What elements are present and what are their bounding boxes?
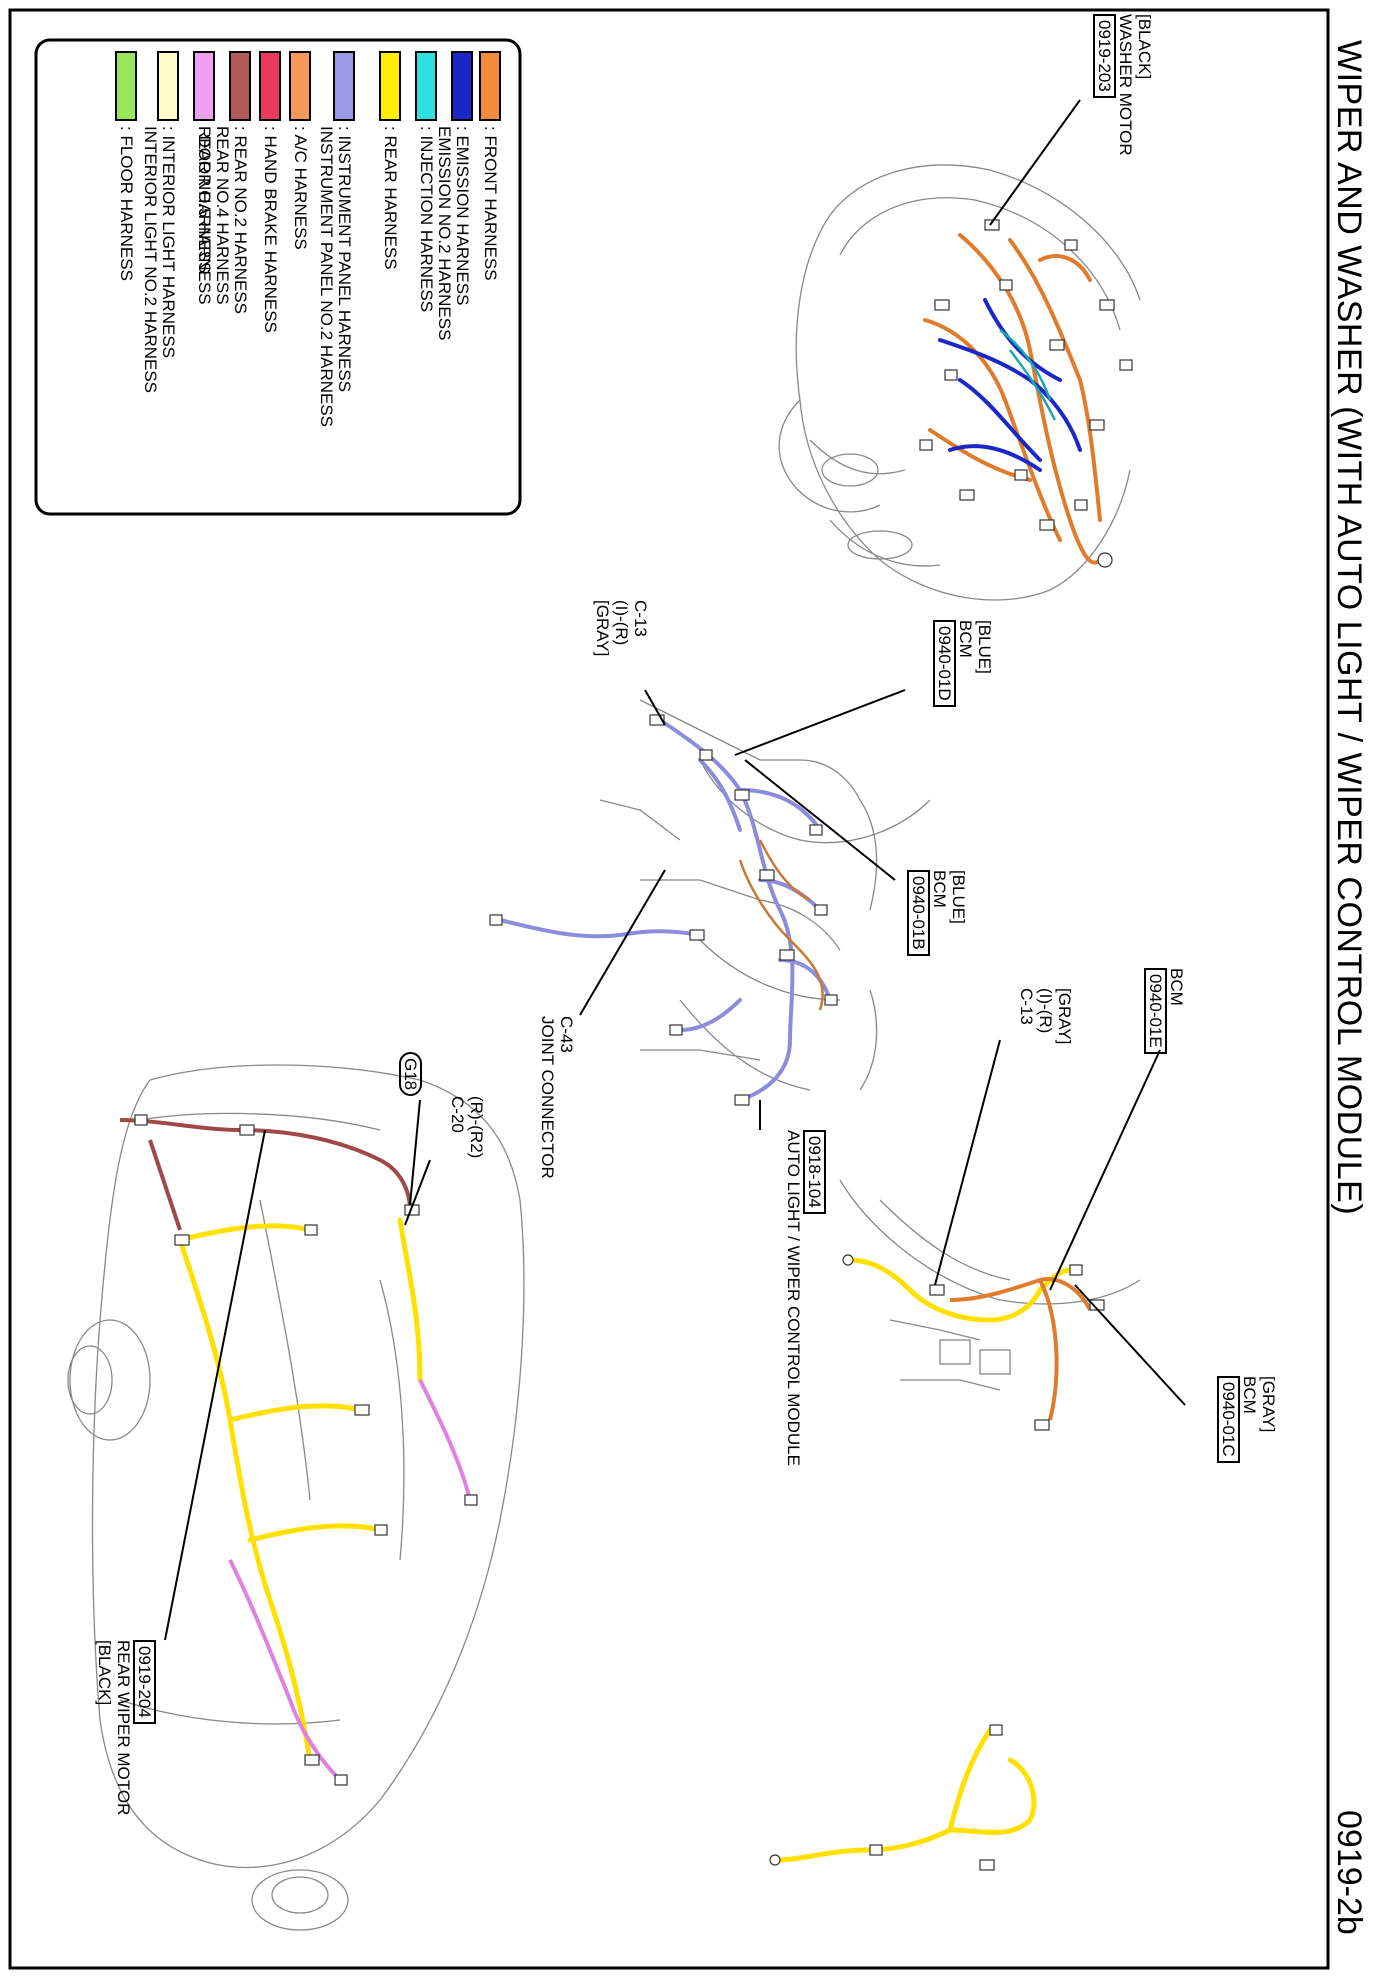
legend-swatch [193,51,215,121]
callout-washer-motor: [BLACK] WASHER MOTOR 0919-203 [1093,14,1154,156]
legend-entry: : DOOR HARNESS [195,126,214,274]
legend-entry-text: EMISSION NO.2 HARNESS [435,126,454,341]
legend-entry-text: INTERIOR LIGHT NO.2 HARNESS [141,126,160,394]
legend-swatch [333,51,355,121]
callout-c13-right: [GRAY] (I)-(R) C-13 [1017,988,1074,1045]
legend-entry-text: : HAND BRAKE HARNESS [261,126,280,333]
callout-c20: (R)-(R2) C-20 [448,1096,486,1159]
engine-harness-emission [938,298,1082,472]
legend-entry: : HAND BRAKE HARNESS [261,126,280,333]
bcm-01d-code: 0940-01D [933,620,956,707]
callout-rear-wiper-motor: 0919-204 REAR WIPER MOTOR [BLACK] [95,1640,156,1816]
rear-body-view [67,1064,525,1931]
legend-swatch [379,51,401,121]
legend-swatch [479,51,501,121]
legend-entry-text: : FLOOR HARNESS [117,126,136,281]
callout-bcm-01e: BCM 0940-01E [1144,968,1186,1054]
legend-swatches [115,51,501,121]
legend-entry-text: REAR NO.4 HARNESS [213,126,232,305]
rear-body-connectors [134,1114,478,1786]
legend-entry: : REAR HARNESS [381,126,400,270]
page-frame [8,8,1330,1970]
legend-swatch [115,51,137,121]
windshield-harness-rear [847,1257,1073,1323]
legend-swatch [157,51,179,121]
legend-entry-text: : A/C HARNESS [291,126,310,250]
legend-entry-text: : INJECTION HARNESS [417,126,436,313]
auto-light-code: 0918-104 [803,1130,826,1214]
legend-entry-text: : DOOR HARNESS [195,126,214,274]
legend-swatch [415,51,437,121]
callout-bcm-01d: [BLUE] BCM 0940-01D [933,620,994,707]
legend-box [34,38,522,516]
rear-wiper-harness-view [777,1727,1037,1863]
callout-bcm-01c: [GRAY] BCM 0940-01C [1217,1376,1278,1463]
callout-leaders [164,99,1186,1641]
washer-motor-code: 0919-203 [1093,14,1116,98]
page-number: 0919-2b [1330,1810,1368,1935]
legend-entry-text: : INTERIOR LIGHT HARNESS [159,126,178,359]
page-title: WIPER AND WASHER (WITH AUTO LIGHT / WIPE… [1330,40,1368,1216]
callout-c13-left: C-13 (I)-(R) [GRAY] [593,600,650,657]
callout-c43: C-43 JOINT CONNECTOR [538,1016,576,1179]
bcm-01b-code: 0940-01B [907,870,930,956]
rear-wiper-code: 0919-204 [133,1640,156,1724]
legend-entry-text: : INSTRUMENT PANEL HARNESS [335,126,354,393]
rear-wiper-connectors [769,1724,1003,1871]
legend-entry-text: : EMISSION HARNESS [453,126,472,306]
engine-connectors [919,219,1133,568]
bcm-01c-code: 0940-01C [1217,1376,1240,1463]
callout-bcm-01b: [BLUE] BCM 0940-01B [907,870,968,956]
legend-swatch [229,51,251,121]
legend-swatch [259,51,281,121]
rear-body-harness-rear [177,1217,423,1763]
legend-entry: : FRONT HARNESS [481,126,500,281]
g18-ground-symbol: G18 [399,1052,422,1097]
callout-auto-light-module: 0918-104 AUTO LIGHT / WIPER CONTROL MODU… [784,1130,826,1466]
bcm-01e-code: 0940-01E [1144,968,1167,1054]
windshield-view [839,1179,1141,1391]
legend-entry-text: : REAR HARNESS [381,126,400,270]
callout-g18: G18 [399,1052,422,1097]
legend-entry-text: INSTRUMENT PANEL NO.2 HARNESS [317,126,336,428]
instrument-panel-connectors [489,714,838,1106]
engine-harness-injection [999,329,1057,421]
legend-entry: : FLOOR HARNESS [117,126,136,281]
legend-swatch [451,51,473,121]
instrument-panel-ac-harness [738,839,824,1011]
engine-compartment-view [778,164,1141,601]
windshield-connectors [842,1254,1105,1431]
windshield-harness-front [949,1277,1092,1421]
legend-entry-text: : FRONT HARNESS [481,126,500,281]
legend-entry: : INJECTION HARNESS [417,126,436,313]
legend-entry-text: : REAR NO.2 HARNESS [231,126,250,314]
legend-entry: : A/C HARNESS [291,126,310,250]
legend-swatch [289,51,311,121]
rear-body-harness-rear-no2 [119,1118,412,1231]
